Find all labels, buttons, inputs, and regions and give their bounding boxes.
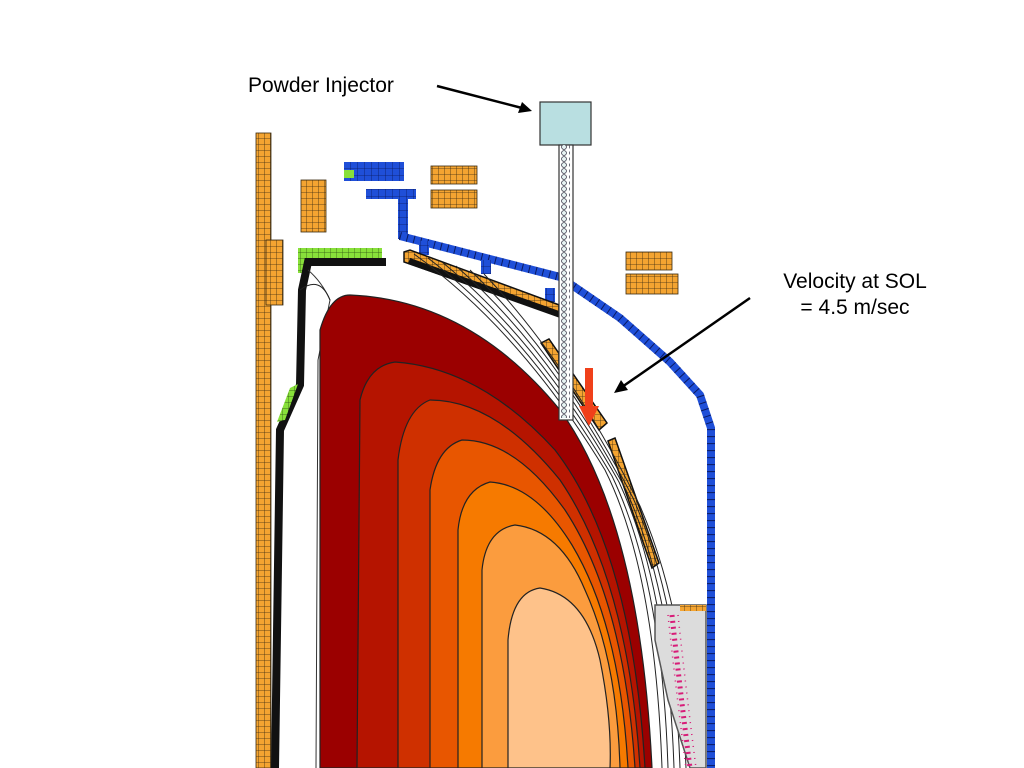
upper-blue-coil [344, 162, 404, 181]
arrow-icon [436, 84, 532, 113]
pf-coil-block [300, 179, 327, 233]
velocity-annotation: Velocity at SOL = 4.5 m/sec [748, 269, 962, 321]
vessel-port-block [481, 260, 491, 274]
vessel-port-block [545, 288, 555, 302]
outer-limiter-tiles [607, 436, 660, 570]
inner-limiter-green [298, 248, 308, 273]
upper-blue-coil-green-tip [344, 170, 354, 178]
center-stack-tiles [265, 239, 284, 306]
pf-coil-block [625, 251, 673, 271]
inner-limiter-green [298, 248, 382, 258]
vessel-port-block [419, 241, 429, 255]
antenna-top-tile [680, 605, 706, 611]
inner-limiter-green-lower [277, 384, 298, 422]
center-stack-column [255, 132, 272, 768]
velocity-label-line1: Velocity at SOL [783, 270, 927, 293]
pf-coil-block [430, 189, 478, 209]
upper-blue-coil [366, 189, 416, 199]
upper-blue-coil [398, 199, 408, 239]
down-arrow-icon [579, 368, 599, 426]
inner-wall [271, 258, 386, 768]
powder-injector-box [539, 101, 592, 146]
plasma-contour-7 [507, 587, 611, 768]
pf-coil-block [625, 273, 679, 295]
injector-tube-beads [561, 145, 570, 418]
velocity-label-line2: = 4.5 m/sec [800, 296, 910, 319]
pf-coil-block [430, 165, 478, 185]
powder-injector-label: Powder Injector [248, 74, 394, 97]
arrow-icon [614, 296, 751, 393]
